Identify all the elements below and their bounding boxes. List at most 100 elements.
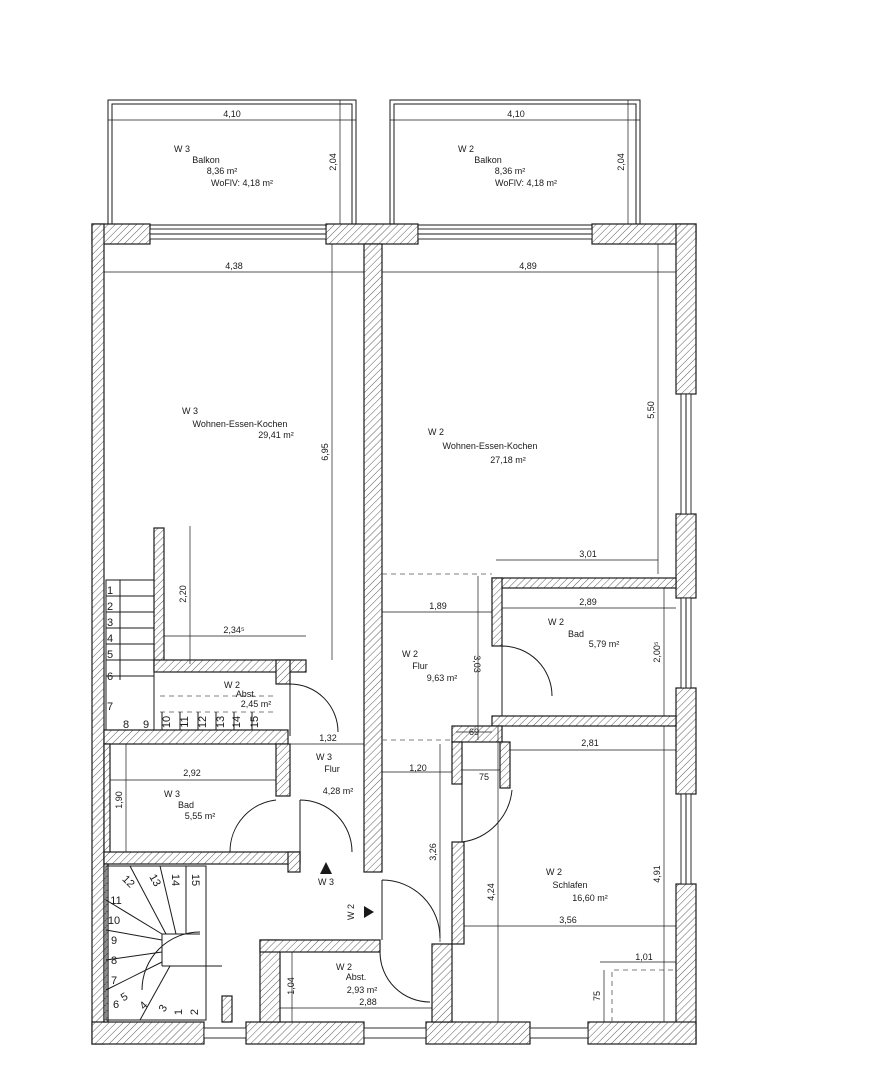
svg-text:Schlafen: Schlafen bbox=[552, 880, 587, 890]
svg-text:W 2: W 2 bbox=[458, 144, 474, 154]
svg-text:10: 10 bbox=[161, 716, 173, 728]
svg-text:W 2: W 2 bbox=[224, 680, 240, 690]
dashed-boundaries bbox=[160, 573, 676, 1022]
svg-text:2,04: 2,04 bbox=[616, 153, 626, 171]
balcony-left bbox=[107, 99, 357, 226]
dimension-lines bbox=[104, 100, 676, 1022]
svg-text:Wohnen-Essen-Kochen: Wohnen-Essen-Kochen bbox=[193, 419, 288, 429]
svg-text:15: 15 bbox=[189, 874, 201, 886]
svg-text:14: 14 bbox=[231, 716, 243, 728]
room-wek-w3: W 3 Wohnen-Essen-Kochen 29,41 m² bbox=[182, 406, 294, 440]
svg-text:4: 4 bbox=[107, 633, 113, 645]
room-wek-w2: W 2 Wohnen-Essen-Kochen 27,18 m² bbox=[428, 427, 537, 465]
svg-text:2,93 m²: 2,93 m² bbox=[347, 985, 378, 995]
svg-text:2,20: 2,20 bbox=[178, 585, 188, 603]
svg-text:8,36 m²: 8,36 m² bbox=[495, 166, 526, 176]
entrance-arrow-w3-icon bbox=[320, 862, 332, 874]
stair-upper-numbers: 1 2 3 4 5 6 7 8 9 10 11 12 13 14 15 bbox=[107, 585, 261, 731]
svg-text:8: 8 bbox=[111, 955, 117, 967]
svg-text:WoFlV: 4,18 m²: WoFlV: 4,18 m² bbox=[211, 178, 273, 188]
svg-text:W 3: W 3 bbox=[316, 752, 332, 762]
svg-text:W 2: W 2 bbox=[336, 962, 352, 972]
svg-text:6: 6 bbox=[113, 999, 119, 1011]
svg-text:6,95: 6,95 bbox=[320, 443, 330, 461]
svg-text:75: 75 bbox=[592, 991, 602, 1001]
exterior-walls bbox=[91, 223, 697, 1045]
svg-text:10: 10 bbox=[108, 915, 120, 927]
svg-text:2: 2 bbox=[107, 601, 113, 613]
svg-text:3,03: 3,03 bbox=[472, 655, 482, 673]
svg-text:1,32: 1,32 bbox=[319, 733, 337, 743]
svg-text:4,10: 4,10 bbox=[507, 109, 525, 119]
svg-text:75: 75 bbox=[479, 772, 489, 782]
doors bbox=[229, 645, 553, 1003]
svg-text:1,90: 1,90 bbox=[114, 791, 124, 809]
entrance-label-w3: W 3 bbox=[318, 877, 334, 887]
svg-text:Abst.: Abst. bbox=[346, 972, 367, 982]
svg-text:2: 2 bbox=[189, 1009, 201, 1015]
svg-text:12: 12 bbox=[197, 716, 209, 728]
svg-text:Bad: Bad bbox=[178, 800, 194, 810]
entrance-arrow-w2-icon bbox=[364, 906, 374, 918]
svg-text:9: 9 bbox=[111, 935, 117, 947]
svg-text:Abst.: Abst. bbox=[236, 689, 257, 699]
svg-text:5: 5 bbox=[107, 649, 113, 661]
svg-text:3: 3 bbox=[107, 617, 113, 629]
svg-text:4,91: 4,91 bbox=[652, 865, 662, 883]
svg-text:5,79 m²: 5,79 m² bbox=[589, 639, 620, 649]
room-flur-w3: W 3 Flur 4,28 m² bbox=[316, 752, 353, 796]
room-bad-w3: W 3 Bad 5,55 m² bbox=[164, 789, 215, 821]
svg-text:WoFlV: 4,18 m²: WoFlV: 4,18 m² bbox=[495, 178, 557, 188]
balcony-right bbox=[389, 99, 641, 226]
room-balkon-w3: W 3 Balkon 8,36 m² WoFlV: 4,18 m² bbox=[174, 144, 273, 188]
svg-text:5: 5 bbox=[119, 991, 130, 1004]
svg-text:2,04: 2,04 bbox=[328, 153, 338, 171]
svg-text:Flur: Flur bbox=[412, 661, 428, 671]
svg-text:2,34⁵: 2,34⁵ bbox=[223, 625, 245, 635]
svg-text:12: 12 bbox=[120, 873, 137, 890]
svg-text:W 2: W 2 bbox=[402, 649, 418, 659]
room-flur-w2: W 2 Flur 9,63 m² bbox=[402, 649, 457, 683]
windows bbox=[149, 228, 692, 1039]
room-bad-w2: W 2 Bad 5,79 m² bbox=[548, 617, 619, 649]
svg-text:2,88: 2,88 bbox=[359, 997, 377, 1007]
svg-text:1,04: 1,04 bbox=[286, 977, 296, 995]
entrance-label-w2: W 2 bbox=[346, 904, 356, 920]
svg-text:3,56: 3,56 bbox=[559, 915, 577, 925]
svg-text:7: 7 bbox=[107, 701, 113, 713]
svg-text:W 3: W 3 bbox=[182, 406, 198, 416]
svg-text:Balkon: Balkon bbox=[474, 155, 502, 165]
stair-upper bbox=[105, 579, 253, 731]
interior-walls bbox=[103, 243, 677, 1023]
stair-lower bbox=[105, 865, 222, 1021]
svg-text:5,50: 5,50 bbox=[646, 401, 656, 419]
stair-lower-numbers: 1 2 3 4 5 6 7 8 9 10 11 12 13 14 15 bbox=[108, 872, 201, 1015]
room-abst-w2-lower: W 2 Abst. 2,93 m² bbox=[336, 962, 377, 995]
room-balkon-w2: W 2 Balkon 8,36 m² WoFlV: 4,18 m² bbox=[458, 144, 557, 188]
dimension-labels: 4,10 4,10 4,38 4,89 3,01 2,34⁵ 1,89 2,89… bbox=[114, 109, 662, 1007]
svg-text:2,45 m²: 2,45 m² bbox=[241, 699, 272, 709]
svg-text:16,60 m²: 16,60 m² bbox=[572, 893, 608, 903]
svg-text:1,01: 1,01 bbox=[635, 952, 653, 962]
svg-text:Wohnen-Essen-Kochen: Wohnen-Essen-Kochen bbox=[443, 441, 538, 451]
svg-text:4,24: 4,24 bbox=[486, 883, 496, 901]
svg-text:W 2: W 2 bbox=[548, 617, 564, 627]
svg-text:8,36 m²: 8,36 m² bbox=[207, 166, 238, 176]
svg-text:4,89: 4,89 bbox=[519, 261, 537, 271]
svg-text:Balkon: Balkon bbox=[192, 155, 220, 165]
svg-text:Flur: Flur bbox=[324, 764, 340, 774]
svg-text:W 2: W 2 bbox=[428, 427, 444, 437]
svg-text:4,28 m²: 4,28 m² bbox=[323, 786, 354, 796]
svg-text:13: 13 bbox=[215, 716, 227, 728]
svg-text:W 3: W 3 bbox=[174, 144, 190, 154]
svg-text:2,81: 2,81 bbox=[581, 738, 599, 748]
svg-text:9,63 m²: 9,63 m² bbox=[427, 673, 458, 683]
svg-text:3,26: 3,26 bbox=[428, 843, 438, 861]
svg-text:1: 1 bbox=[107, 585, 113, 597]
svg-text:27,18 m²: 27,18 m² bbox=[490, 455, 526, 465]
svg-text:2,89: 2,89 bbox=[579, 597, 597, 607]
svg-text:2,00⁵: 2,00⁵ bbox=[652, 641, 662, 663]
svg-text:4,38: 4,38 bbox=[225, 261, 243, 271]
svg-text:13: 13 bbox=[146, 872, 163, 889]
